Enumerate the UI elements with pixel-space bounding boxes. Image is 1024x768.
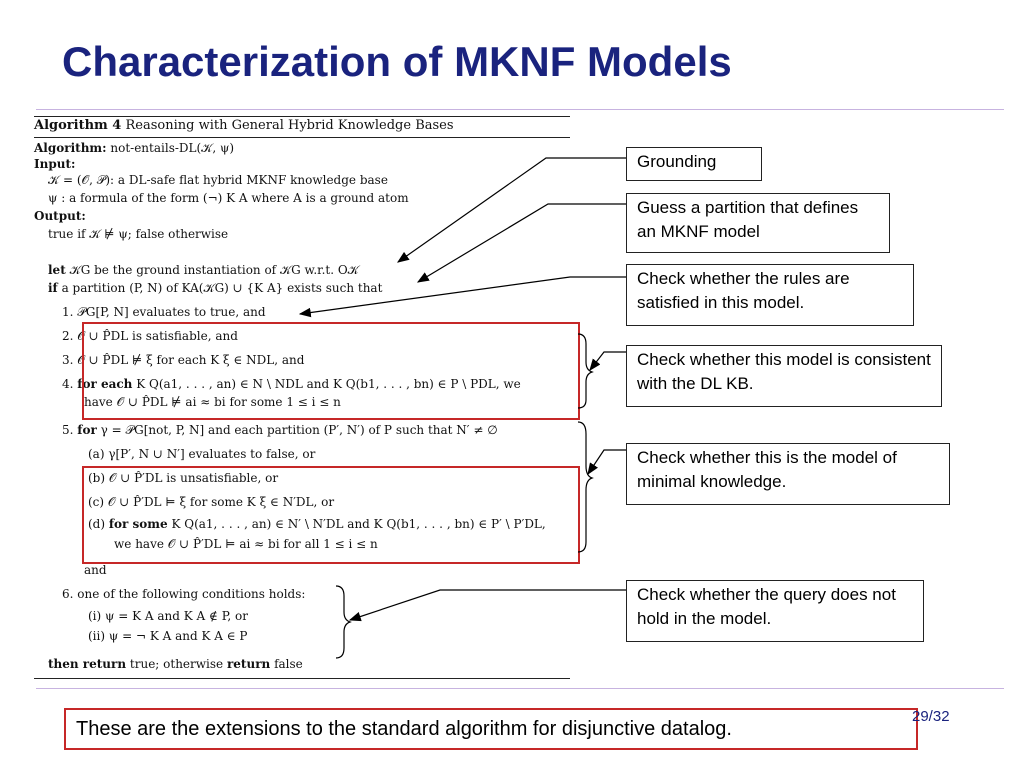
input-kb: 𝒦 = (𝒪, 𝒫): a DL-safe flat hybrid MKNF k… <box>48 173 388 187</box>
return-text: false <box>274 657 303 671</box>
step-5a: (a) γ[P′, N ∪ N′] evaluates to false, or <box>88 447 316 461</box>
algorithm-name-label: Algorithm: <box>34 141 107 155</box>
callout-grounding: Grounding <box>626 147 762 181</box>
algorithm-name: Algorithm: not-entails-DL(𝒦, ψ) <box>34 140 234 156</box>
callout-guess-partition: Guess a partition that defines an MKNF m… <box>626 193 890 253</box>
brace-steps-2-4 <box>577 333 594 409</box>
if-text: a partition (P, N) of KA(𝒦G) ∪ {K A} exi… <box>61 281 383 295</box>
step-6i: (i) ψ = K A and K A ∉ P, or <box>88 609 248 623</box>
then-return-keyword: then return <box>48 657 127 671</box>
callout-check-query: Check whether the query does not hold in… <box>626 580 924 642</box>
page-number: 29/32 <box>912 708 950 725</box>
step-1: 1. 𝒫G[P, N] evaluates to true, and <box>62 305 266 319</box>
arrow-check-rules <box>298 276 626 318</box>
arrow-guess-partition <box>416 203 626 283</box>
step-2: 2. 𝒪 ∪ P̂DL is satisfiable, and <box>62 329 238 343</box>
step-4-keyword: for each <box>77 377 133 391</box>
let-line: let 𝒦G be the ground instantiation of 𝒦G… <box>48 262 359 278</box>
step-5-number: 5. <box>62 423 74 437</box>
input-formula: ψ : a formula of the form (¬) K A where … <box>48 191 409 205</box>
brace-step-6 <box>335 585 352 659</box>
step-5d-text: K Q(a1, . . . , an) ∈ N′ \ N′DL and K Q(… <box>171 517 546 531</box>
step-5d-keyword: for some <box>108 517 168 531</box>
step-5-text: γ = 𝒫G[not, P, N] and each partition (P′… <box>100 423 498 437</box>
step-4-number: 4. <box>62 377 74 391</box>
let-keyword: let <box>48 263 66 277</box>
step-5d-number: (d) <box>88 517 106 531</box>
step-4-text: K Q(a1, . . . , an) ∈ N \ NDL and K Q(b1… <box>136 377 521 391</box>
if-keyword: if <box>48 281 58 295</box>
bottom-divider <box>36 688 1004 689</box>
callout-check-minimal-knowledge: Check whether this is the model of minim… <box>626 443 950 505</box>
step-5c: (c) 𝒪 ∪ P̂′DL ⊨ ξ for some K ξ ∈ N′DL, o… <box>88 495 335 509</box>
arrow-grounding <box>397 157 626 263</box>
highlight-box-steps-5b-5d <box>82 466 580 564</box>
then-text: true; otherwise <box>129 657 224 671</box>
input-label: Input: <box>34 157 76 171</box>
let-text: 𝒦G be the ground instantiation of 𝒦G w.r… <box>69 263 359 277</box>
algorithm-bottom-rule <box>34 678 570 679</box>
step-4-continued: have 𝒪 ∪ P̂DL ⊭ ai ≈ bi for some 1 ≤ i ≤… <box>84 395 341 409</box>
footer-note: These are the extensions to the standard… <box>64 708 918 750</box>
algorithm-header-label: Algorithm 4 <box>34 118 122 133</box>
algorithm-header: Algorithm 4 Reasoning with General Hybri… <box>34 118 454 134</box>
arrow-check-query <box>348 589 626 622</box>
algorithm-header-rule <box>34 137 570 138</box>
output-value: true if 𝒦 ⊭ ψ; false otherwise <box>48 227 229 241</box>
step-6: 6. one of the following conditions holds… <box>62 587 306 601</box>
then-line: then return true; otherwise return false <box>48 656 303 672</box>
step-5b: (b) 𝒪 ∪ P̂′DL is unsatisfiable, or <box>88 471 279 485</box>
algorithm-top-rule <box>34 116 570 117</box>
step-5d-continued: we have 𝒪 ∪ P̂′DL ⊨ ai ≈ bi for all 1 ≤ … <box>114 537 378 551</box>
output-label: Output: <box>34 209 86 223</box>
step-4: 4. for each K Q(a1, . . . , an) ∈ N \ ND… <box>62 376 521 392</box>
brace-step-5 <box>577 421 594 553</box>
step-5-keyword: for <box>77 423 97 437</box>
slide-title: Characterization of MKNF Models <box>62 38 732 85</box>
top-divider <box>36 109 1004 110</box>
callout-check-consistency: Check whether this model is consistent w… <box>626 345 942 407</box>
arrow-check-minimal-knowledge <box>587 449 626 475</box>
if-line: if a partition (P, N) of KA(𝒦G) ∪ {K A} … <box>48 280 382 296</box>
and-line: and <box>84 563 107 577</box>
return-keyword: return <box>226 657 271 671</box>
algorithm-header-title: Reasoning with General Hybrid Knowledge … <box>125 118 454 133</box>
step-6ii: (ii) ψ = ¬ K A and K A ∈ P <box>88 629 248 643</box>
step-5: 5. for γ = 𝒫G[not, P, N] and each partit… <box>62 422 498 438</box>
step-3: 3. 𝒪 ∪ P̂DL ⊭ ξ for each K ξ ∈ NDL, and <box>62 353 305 367</box>
arrow-check-consistency <box>589 351 626 371</box>
highlight-box-steps-2-4 <box>82 322 580 420</box>
step-5d: (d) for some K Q(a1, . . . , an) ∈ N′ \ … <box>88 516 546 532</box>
callout-check-rules: Check whether the rules are satisfied in… <box>626 264 914 326</box>
algorithm-name-value: not-entails-DL(𝒦, ψ) <box>110 141 235 155</box>
